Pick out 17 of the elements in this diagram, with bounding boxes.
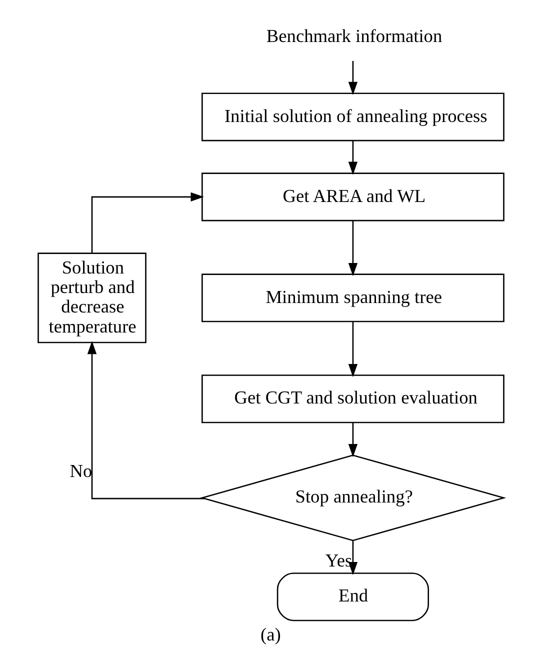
node-box: End (276, 572, 428, 622)
node-diamond: Stop annealing? (199, 454, 506, 542)
node-box: Get CGT and solution evaluation (201, 374, 504, 424)
arrow (348, 60, 358, 95)
arrow (86, 340, 204, 500)
edge-label: No (69, 461, 92, 482)
arrow (348, 422, 358, 458)
node-box: Initial solution of annealing process (201, 92, 504, 142)
caption: (a) (260, 624, 280, 644)
arrow (348, 322, 358, 378)
node-box: Get AREA and WL (201, 172, 504, 222)
arrow (348, 220, 358, 276)
arrow (348, 140, 358, 175)
node-box: Minimum spanning tree (201, 274, 504, 322)
arrow (90, 192, 204, 253)
node-box: Solution perturb and decrease temperature (37, 252, 146, 344)
node-text: Benchmark information (266, 26, 442, 46)
